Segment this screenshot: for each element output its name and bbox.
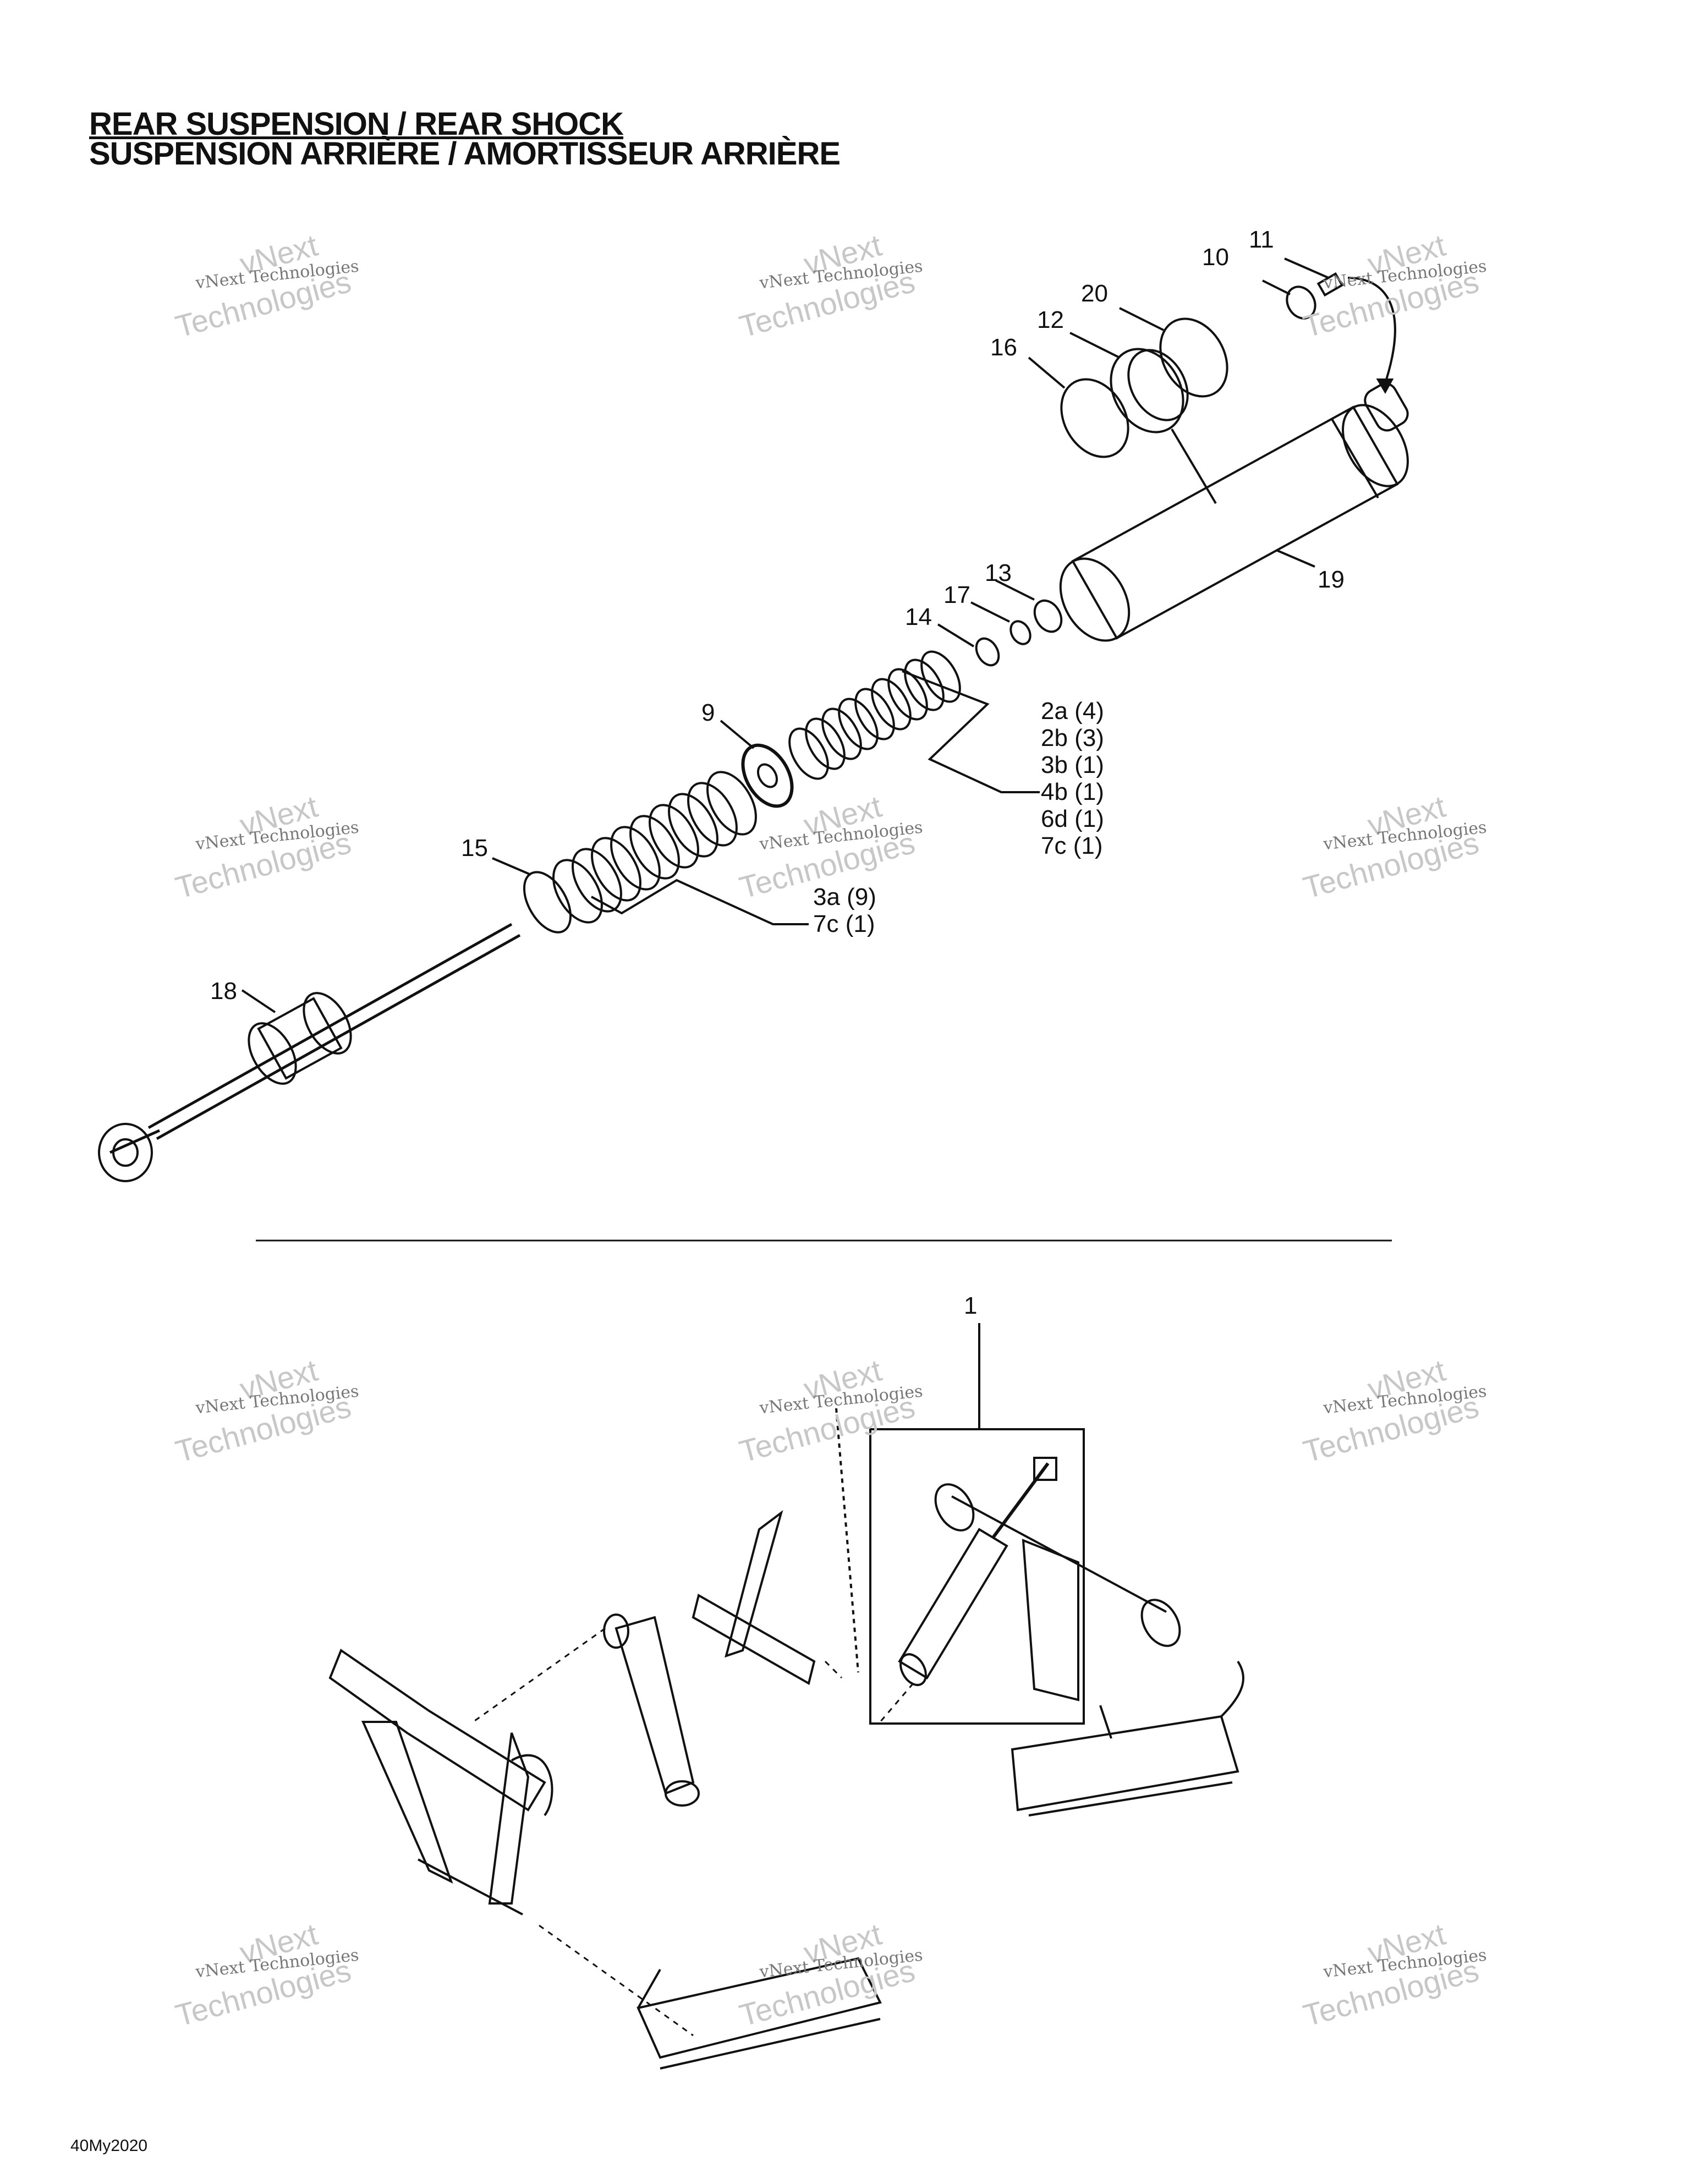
- cap-10: [1286, 286, 1316, 320]
- washer-17: [1009, 620, 1031, 645]
- stack-item: 2b (3): [1041, 725, 1104, 751]
- leader-20: [1119, 307, 1164, 331]
- bearing-12-outer: [1110, 348, 1184, 433]
- nut-13: [1033, 599, 1063, 633]
- callout-18: 18: [210, 978, 237, 1005]
- middle-shock: [603, 1614, 700, 1807]
- spring-stack-lower: [552, 771, 757, 924]
- stack-item: 7c (1): [813, 910, 875, 937]
- callout-12: 12: [1037, 306, 1064, 333]
- stack-item: 4b (1): [1041, 778, 1104, 805]
- washer-15: [523, 871, 572, 934]
- leader-12: [1069, 332, 1120, 359]
- leader-11: [1284, 257, 1329, 279]
- body-closed-end: [1342, 404, 1409, 487]
- callout-16: 16: [990, 334, 1017, 361]
- callout-10: 10: [1202, 244, 1229, 271]
- leader-14: [937, 623, 975, 647]
- connection-lines: [473, 1627, 914, 2037]
- spring-stack-lower-list: 3a (9) 7c (1): [813, 884, 876, 937]
- o-ring-16: [1060, 378, 1129, 458]
- rear-arm-middle: [692, 1408, 859, 1686]
- callout-20: 20: [1081, 280, 1108, 307]
- footer-code: 40My2020: [70, 2137, 148, 2155]
- callout-19: 19: [1318, 566, 1345, 593]
- bracket-lower: [591, 879, 809, 925]
- stack-item: 7c (1): [1041, 832, 1103, 859]
- callout-15: 15: [461, 835, 488, 861]
- body-eyelet: [1364, 382, 1409, 432]
- page-subtitle: SUSPENSION ARRIÈRE / AMORTISSEUR ARRIÈRE: [89, 136, 841, 172]
- callout-17: 17: [943, 581, 970, 608]
- callout-box-1: [869, 1428, 1085, 1725]
- callout-13: 13: [985, 559, 1012, 586]
- lower-rail: [637, 1957, 882, 2070]
- page-title: REAR SUSPENSION / REAR SHOCK: [89, 106, 624, 142]
- rear-frame-right: [1011, 1660, 1244, 1817]
- piston-9: [741, 743, 794, 808]
- callout-11: 11: [1249, 226, 1274, 253]
- stack-item: 2a (4): [1041, 698, 1104, 725]
- stack-item: 3a (9): [813, 884, 876, 910]
- arrow-curve: [1347, 277, 1396, 380]
- body-open-end: [1059, 557, 1131, 642]
- leader-13: [995, 579, 1035, 601]
- o-ring-20: [1159, 317, 1228, 398]
- callout-1: 1: [964, 1292, 978, 1319]
- washer-14: [975, 637, 1000, 667]
- bearing-12-inner: [1127, 349, 1189, 421]
- leader-16: [1028, 356, 1066, 389]
- box-shock: [898, 1457, 1181, 1702]
- spring-stack-upper: [788, 650, 961, 780]
- stack-item: 6d (1): [1041, 805, 1104, 832]
- leader-9: [720, 720, 755, 749]
- spring-stack-upper-list: 2a (4) 2b (3) 3b (1) 4b (1) 6d (1) 7c (1…: [1041, 698, 1104, 859]
- callout-9: 9: [701, 699, 715, 726]
- leader-15: [492, 857, 531, 876]
- leader-17: [970, 601, 1010, 623]
- callout-14: 14: [905, 603, 932, 630]
- leader-19: [1276, 549, 1315, 568]
- leader-18: [241, 989, 276, 1013]
- shock-body-19: [1071, 405, 1399, 640]
- leader-12-body: [1171, 428, 1217, 504]
- leader-10: [1262, 279, 1291, 295]
- stack-item: 3b (1): [1041, 751, 1104, 778]
- shaft-bearing-18: [257, 997, 343, 1080]
- fitting-11: [1316, 272, 1344, 297]
- front-arm-left: [328, 1648, 553, 1916]
- rod-eyelet: [98, 1123, 153, 1182]
